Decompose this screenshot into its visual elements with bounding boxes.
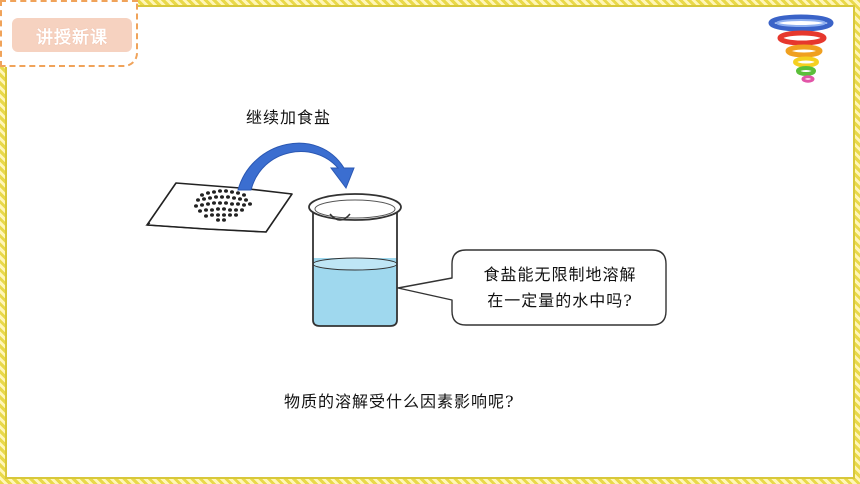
speech-bubble-text: 食盐能无限制地溶解 在一定量的水中吗? [458,262,662,314]
beaker-icon [308,193,402,327]
action-label: 继续加食盐 [246,108,332,127]
slide-inner-border [5,5,855,479]
section-tag: 讲授新课 [12,18,132,52]
tornado-funnel-icon [768,14,834,83]
main-question: 物质的溶解受什么因素影响呢? [284,392,515,411]
speech-bubble [397,249,667,326]
section-tag-container: 讲授新课 [0,0,138,67]
speech-bubble-line: 在一定量的水中吗? [487,291,633,310]
curved-arrow-icon [237,142,355,191]
speech-bubble-line: 食盐能无限制地溶解 [483,265,637,284]
paper-with-salt-icon [145,182,293,233]
